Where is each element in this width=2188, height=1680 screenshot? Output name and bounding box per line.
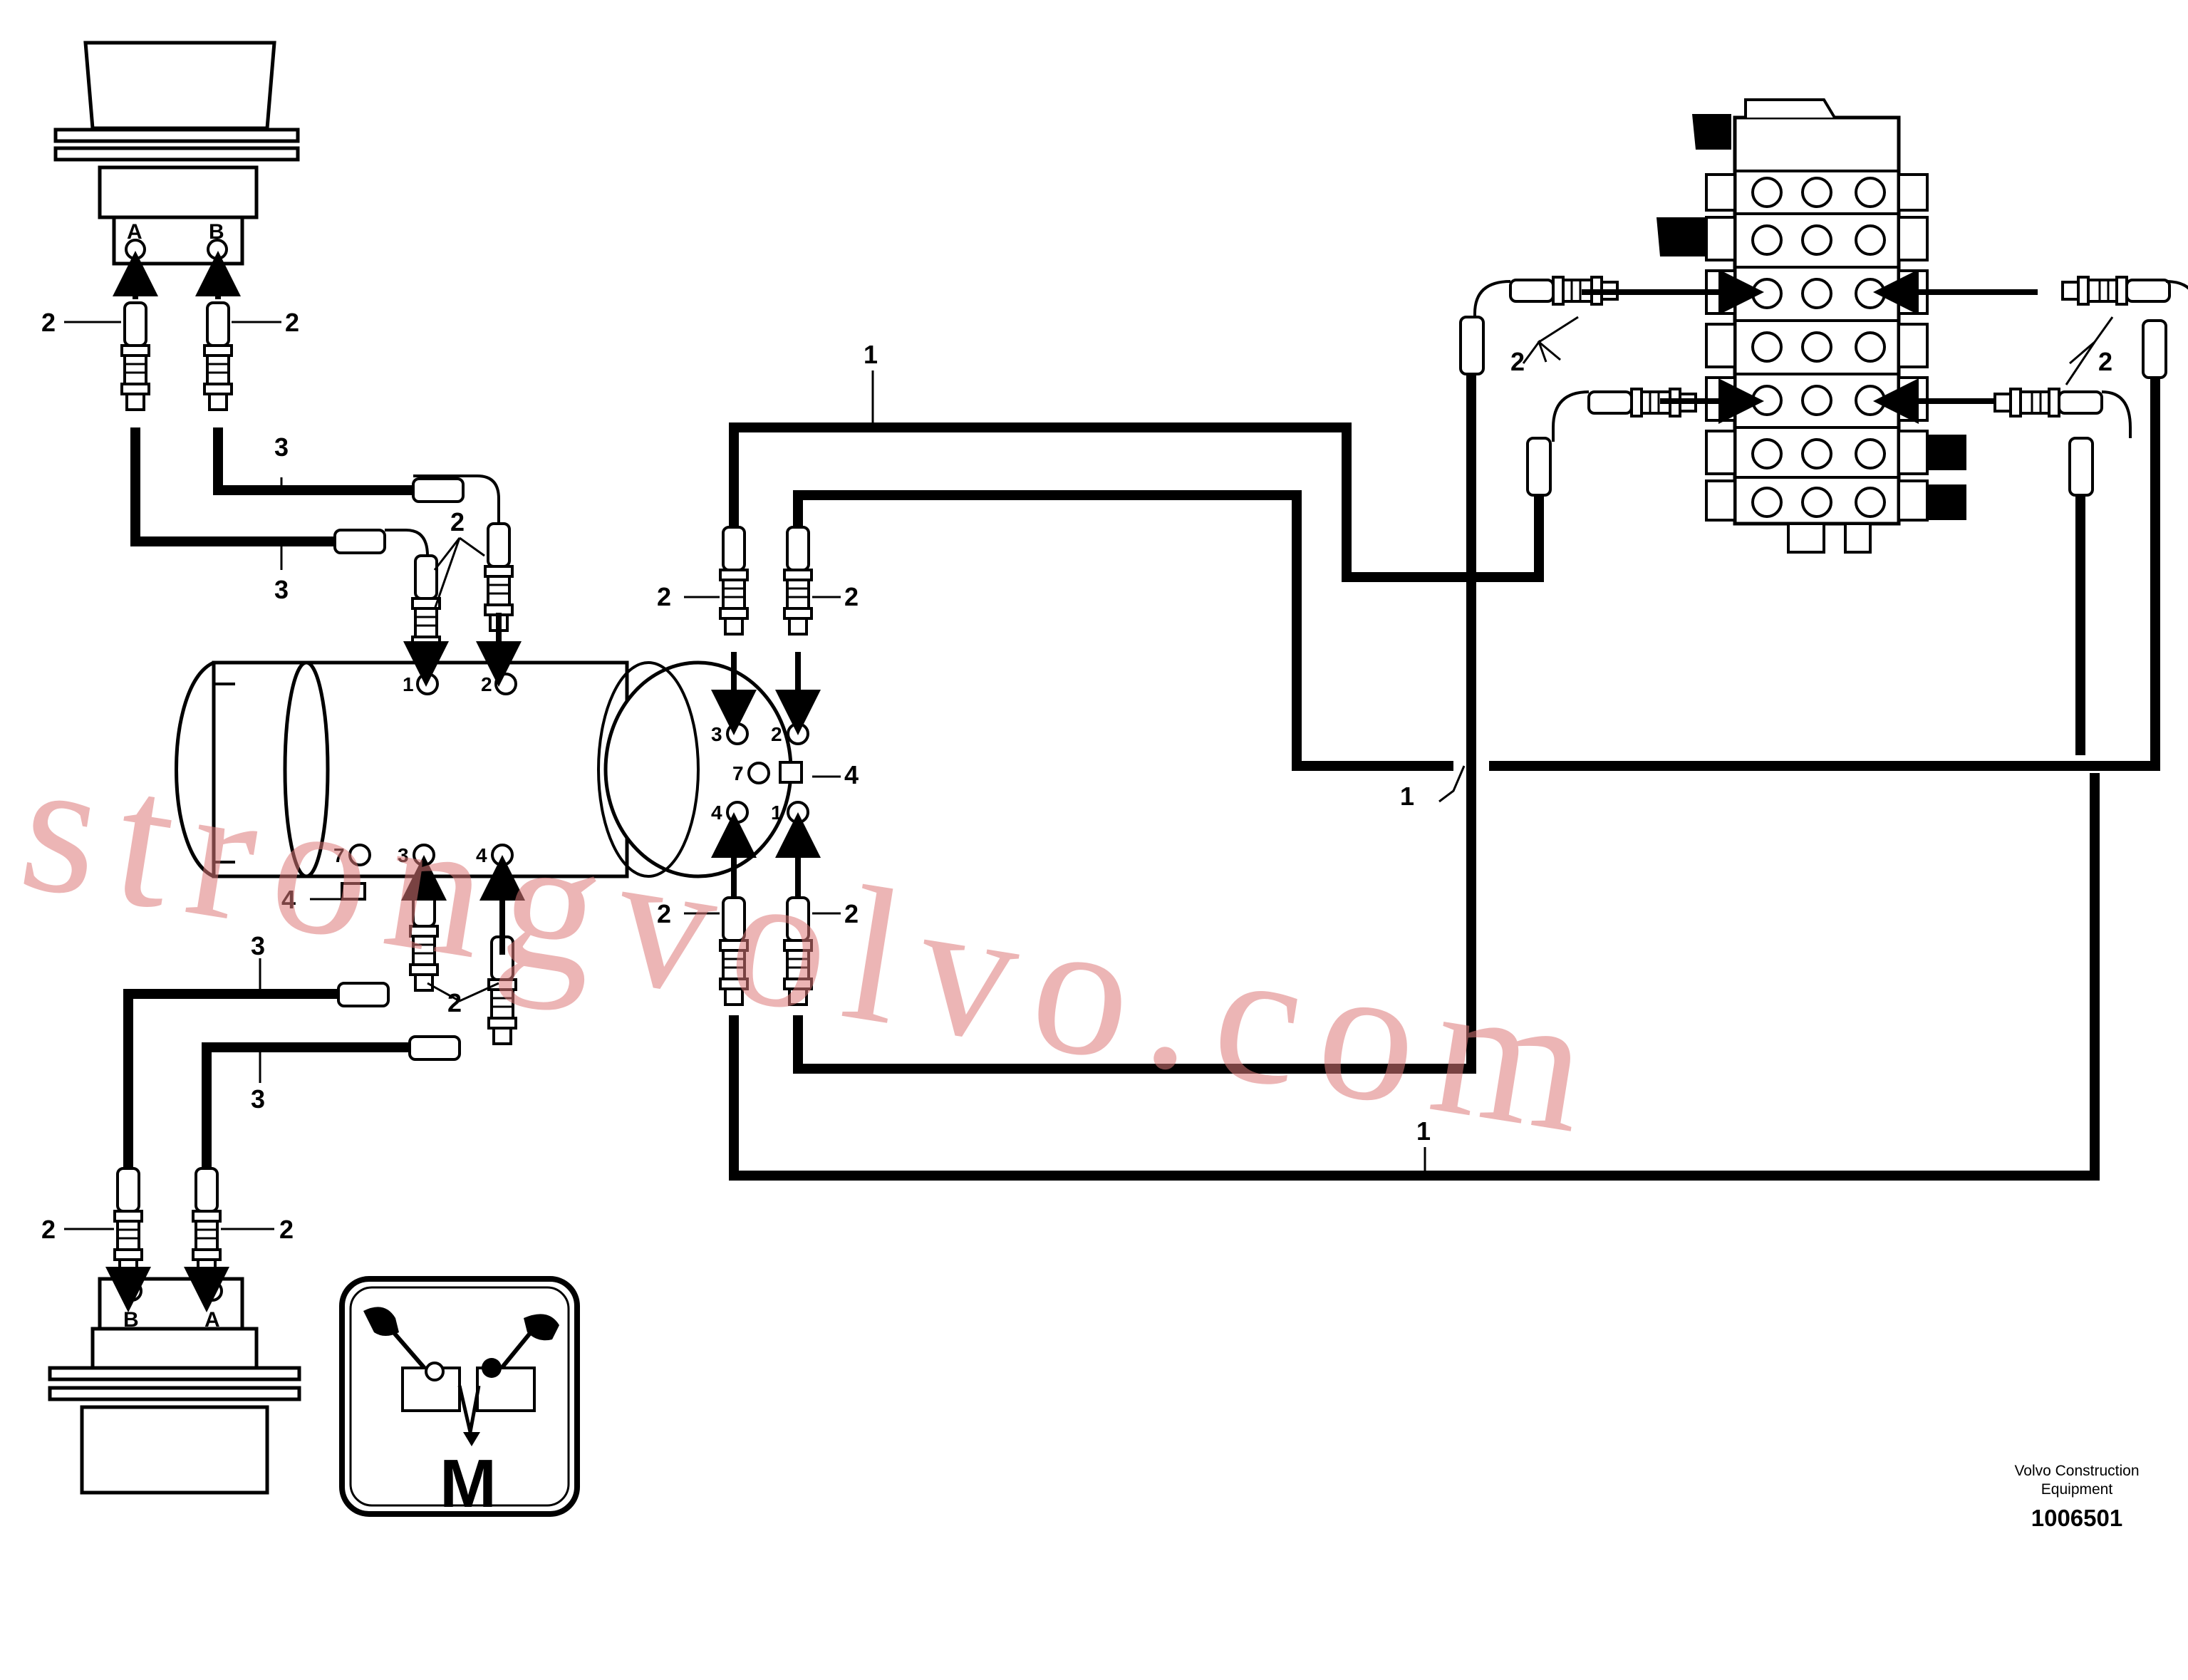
callout-fitting: 2 [450,507,465,536]
fittings [113,276,2188,1277]
callout-hose-pipe: 1 [1416,1116,1431,1146]
swivel-body-port-7: 7 [333,844,345,866]
control-valve-block [1656,98,1966,554]
motor-bottom-port-a: A [204,1308,220,1332]
callout-hose: 3 [251,1084,265,1114]
callout-fitting: 2 [657,582,671,611]
hydraulic-diagram: A B B A 1 2 7 3 4 [41,41,2188,1522]
callout-hose-pipe: 1 [864,340,878,369]
callout-fitting: 2 [279,1215,294,1244]
swivel-body-port-1: 1 [403,673,414,695]
callout-fitting: 2 [657,899,671,928]
swivel-joint: 1 2 7 3 4 3 2 7 4 1 [175,660,809,901]
motor-top-port-a: A [127,220,142,244]
callout-hose: 3 [251,931,265,960]
travel-motor-bottom: B A [48,1277,301,1495]
swivel-face-port-2: 2 [771,723,782,745]
joystick-icon [363,1307,559,1446]
callout-fitting: 2 [41,308,56,337]
hose-lines [123,370,2160,1181]
callout-hose-pipe: 1 [1400,782,1414,811]
swivel-face-port-7: 7 [732,762,744,784]
callout-fitting: 2 [844,899,859,928]
document-number: 1006501 [2031,1505,2123,1531]
callout-fitting: 2 [2098,347,2112,376]
swivel-body-port-3: 3 [398,844,409,866]
credit-line-1: Volvo Construction [2014,1463,2140,1479]
swivel-body-port-4: 4 [476,844,487,866]
callout-fitting: 2 [447,988,462,1017]
swivel-face-port-1: 1 [771,802,782,824]
m-badge-letter: M [440,1446,497,1522]
swivel-face-port-3: 3 [711,723,722,745]
callout-hose: 3 [274,432,289,462]
m-badge: M [339,1276,580,1522]
motor-top-port-b: B [209,220,224,244]
motor-bottom-port-b: B [123,1308,139,1332]
callout-fitting: 2 [285,308,299,337]
swivel-face-port-4: 4 [711,802,722,824]
callout-hose: 3 [274,575,289,604]
swivel-body-port-2: 2 [481,673,492,695]
credit: Volvo Construction Equipment [1966,1462,2187,1499]
callout-fitting: 2 [1510,347,1525,376]
travel-motor-top: A B [53,41,300,266]
callout-fitting: 2 [41,1215,56,1244]
callout-fitting: 2 [844,582,859,611]
credit-line-2: Equipment [2041,1481,2113,1498]
callout-plug: 4 [281,885,296,914]
callout-labels: 2 2 3 3 2 2 2 1 2 2 4 1 1 4 2 2 3 2 3 2 … [41,308,2112,1244]
callout-plug: 4 [844,760,859,789]
flow-arrows [105,251,2038,1312]
callout-leaders [64,316,2114,1230]
